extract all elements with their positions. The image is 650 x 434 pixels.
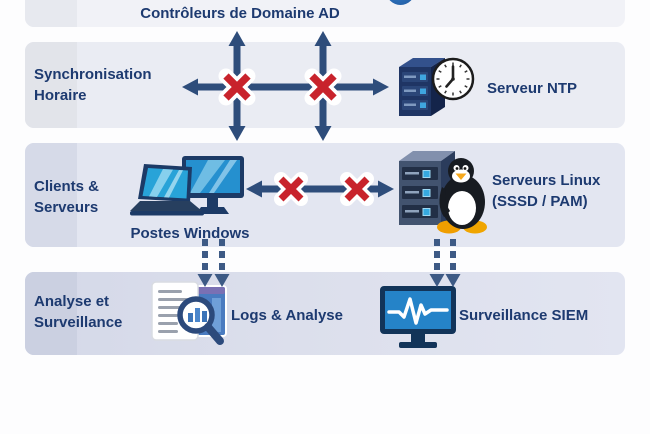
row-label-sync: Synchronisation Horaire (34, 64, 152, 106)
row-label-analysis-line2: Surveillance (34, 314, 123, 331)
row-label-column (25, 143, 77, 247)
row-label-sync-line2: Horaire (34, 87, 87, 104)
clock-icon (431, 57, 475, 101)
magnifier-icon (177, 296, 224, 345)
linux-servers-tux-icon (399, 151, 487, 234)
band-sync-horaire: Synchronisation Horaire (25, 42, 625, 128)
windows-workstations-label: Postes Windows (130, 225, 250, 242)
row-label-clients-line1: Clients & (34, 178, 100, 195)
row-label-column (25, 42, 77, 128)
desktop-monitor (182, 156, 244, 214)
ntp-server-label: Serveur NTP (487, 80, 578, 97)
row-label-clients: Clients & Serveurs (34, 176, 99, 218)
surveillance-siem-label: Surveillance SIEM (459, 307, 589, 324)
pulse-waveform (387, 297, 449, 325)
row-label-column (25, 272, 77, 355)
row-label-sync-line1: Synchronisation (34, 66, 152, 83)
ntp-server-clock-icon (399, 57, 475, 116)
row-label-analysis: Analyse et Surveillance (34, 291, 122, 333)
globe-icon (386, 0, 415, 5)
linux-servers-label: Serveurs Linux (SSSD / PAM) (492, 170, 600, 212)
windows-workstations-icon (130, 156, 244, 216)
band-domain-controllers: Contrôleurs de Domaine AD (25, 0, 625, 27)
row-label-analysis-line1: Analyse et (34, 293, 110, 310)
logs-magnifier-icon (151, 281, 227, 345)
siem-monitor-icon (380, 286, 456, 348)
tux-penguin (437, 158, 487, 234)
domain-controllers-label: Contrôleurs de Domaine AD (140, 5, 340, 22)
row-label-column (25, 0, 77, 27)
band-analyse-surveillance: Analyse et Surveillance (25, 272, 625, 355)
band-clients-serveurs: Clients & Serveurs Postes Windows (25, 143, 625, 247)
laptop (130, 164, 204, 216)
logs-analyse-label: Logs & Analyse (231, 307, 343, 324)
monitor (380, 286, 456, 348)
linux-servers-label-line1: Serveurs Linux (492, 172, 601, 189)
server-rack (399, 151, 455, 225)
row-label-clients-line2: Serveurs (34, 199, 99, 216)
linux-servers-label-line2: (SSSD / PAM) (492, 193, 588, 210)
